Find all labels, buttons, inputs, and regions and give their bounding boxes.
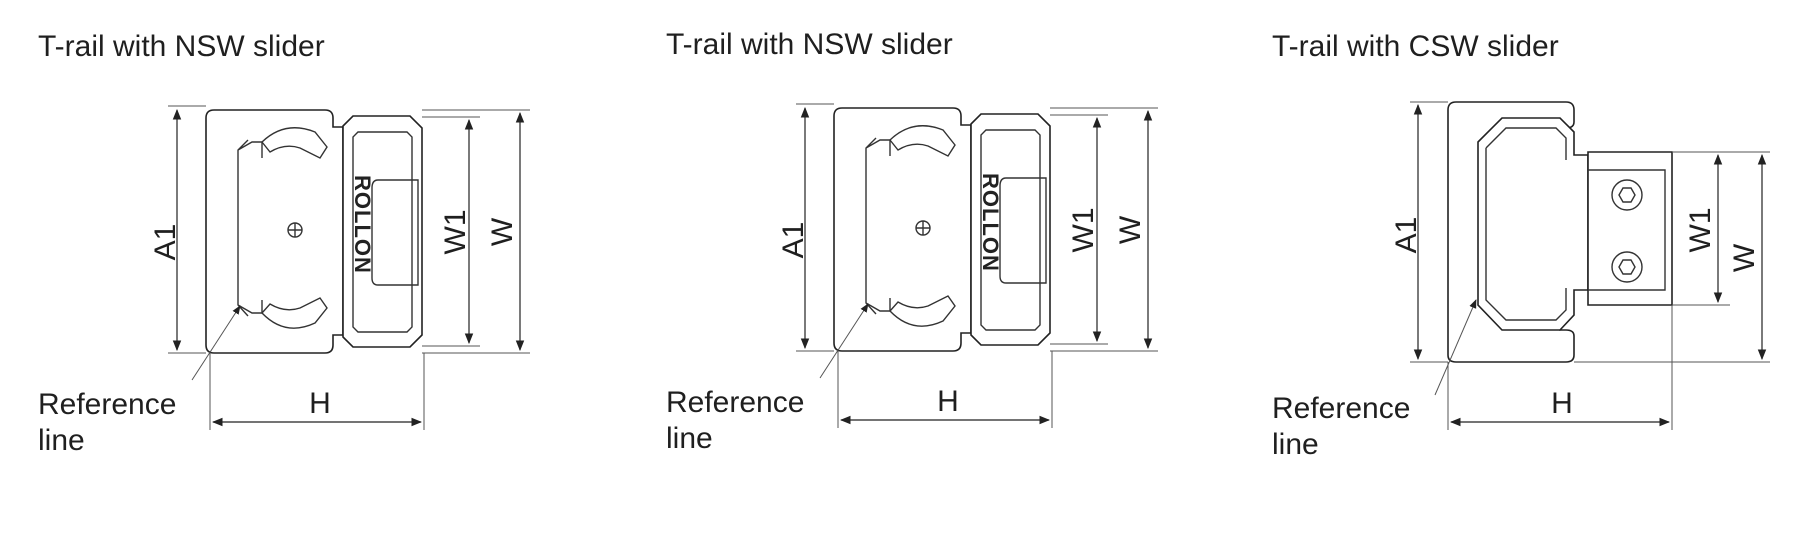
roller-bottom <box>889 295 956 327</box>
slider-inner <box>980 129 1041 331</box>
panel-title: T-rail with NSW slider <box>38 30 325 63</box>
w1-label: W1 <box>439 210 472 255</box>
w-extension-lines <box>422 109 530 354</box>
a1-extension-lines <box>168 105 206 354</box>
t-rail <box>205 109 344 354</box>
nsw-slider <box>970 113 1051 346</box>
nsw-slider <box>342 115 423 348</box>
h-label: H <box>1551 387 1573 420</box>
w1-extension-lines <box>1050 114 1108 345</box>
reference-label-line1: Reference <box>1272 392 1410 425</box>
h-extension-lines <box>1447 305 1673 430</box>
reference-pointer <box>191 305 241 381</box>
socket-screw-top <box>1611 179 1643 211</box>
slider-window <box>371 179 419 286</box>
h-extension-lines <box>209 353 425 430</box>
h-extension-lines <box>837 351 1053 428</box>
reference-label-line2: line <box>1272 428 1319 461</box>
panel-3: T-rail with CSW slider A1 W1 W H Refere <box>1272 30 1770 461</box>
panel-1: T-rail with NSW slider ROLLON A1 W1 W H <box>38 30 530 457</box>
rollon-logo: ROLLON <box>350 175 375 274</box>
reference-label-line2: line <box>666 422 713 455</box>
reference-pointer <box>1434 299 1477 396</box>
a1-label: A1 <box>149 224 182 261</box>
socket-screw-bottom-hex <box>1618 259 1636 275</box>
w-label: W <box>1114 215 1147 244</box>
w1-label: W1 <box>1067 208 1100 253</box>
roller-bottom <box>261 297 328 329</box>
center-screw-cross <box>916 221 930 235</box>
rollon-logo: ROLLON <box>978 173 1003 272</box>
reference-pointer <box>819 303 869 379</box>
a1-extension-lines <box>796 103 834 352</box>
reference-label-line1: Reference <box>666 386 804 419</box>
w-extension-lines <box>1050 107 1158 352</box>
roller-top <box>889 125 956 157</box>
panel-title: T-rail with NSW slider <box>666 28 953 61</box>
roller-top <box>261 127 328 159</box>
h-label: H <box>937 385 959 418</box>
panel-title: T-rail with CSW slider <box>1272 30 1559 63</box>
socket-screw-bottom <box>1611 251 1643 283</box>
w-label: W <box>486 217 519 246</box>
socket-screw-top-hex <box>1618 187 1636 203</box>
slider-inner <box>352 131 413 333</box>
csw-slider-inner <box>1485 127 1567 321</box>
panel-2: T-rail with NSW slider ROLLON A1 W1 W H … <box>666 28 1158 455</box>
reference-label-line1: Reference <box>38 388 176 421</box>
w-label: W <box>1728 243 1761 272</box>
csw-plate-inner <box>1588 169 1666 291</box>
center-screw-cross <box>288 223 302 237</box>
rail-inner-profile <box>865 137 891 315</box>
a1-label: A1 <box>1390 217 1423 254</box>
slider-window <box>999 177 1047 284</box>
reference-label-line2: line <box>38 424 85 457</box>
rail-inner-profile <box>237 139 263 317</box>
w1-extension-lines <box>422 116 480 347</box>
a1-label: A1 <box>777 222 810 259</box>
t-rail <box>833 107 972 352</box>
h-label: H <box>309 387 331 420</box>
w1-label: W1 <box>1684 208 1717 253</box>
csw-slider <box>1477 117 1589 331</box>
a1-extension-lines <box>1410 101 1448 363</box>
